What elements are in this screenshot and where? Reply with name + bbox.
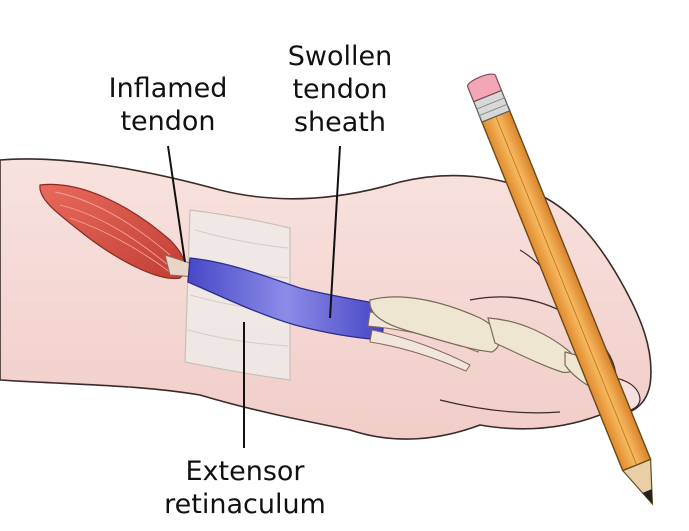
- label-extensor-retinaculum: Extensor retinaculum: [140, 455, 350, 521]
- leader-swollen-sheath: [329, 145, 341, 319]
- label-line: sheath: [293, 107, 387, 138]
- finger-outline-lower: [439, 399, 561, 414]
- label-line: tendon: [292, 74, 388, 105]
- pencil: [467, 73, 654, 506]
- label-line: retinaculum: [164, 489, 326, 520]
- label-line: Extensor: [185, 456, 305, 487]
- label-line: tendon: [120, 106, 216, 137]
- label-swollen-tendon-sheath: Swollen tendon sheath: [265, 40, 415, 139]
- label-line: Swollen: [287, 41, 393, 72]
- muscle-fibers: [54, 191, 171, 273]
- leader-lines: [167, 145, 341, 448]
- label-inflamed-tendon: Inflamed tendon: [88, 72, 248, 138]
- label-line: Inflamed: [108, 73, 228, 104]
- extensor-muscle: [39, 183, 186, 280]
- leader-inflamed-tendon: [167, 145, 186, 263]
